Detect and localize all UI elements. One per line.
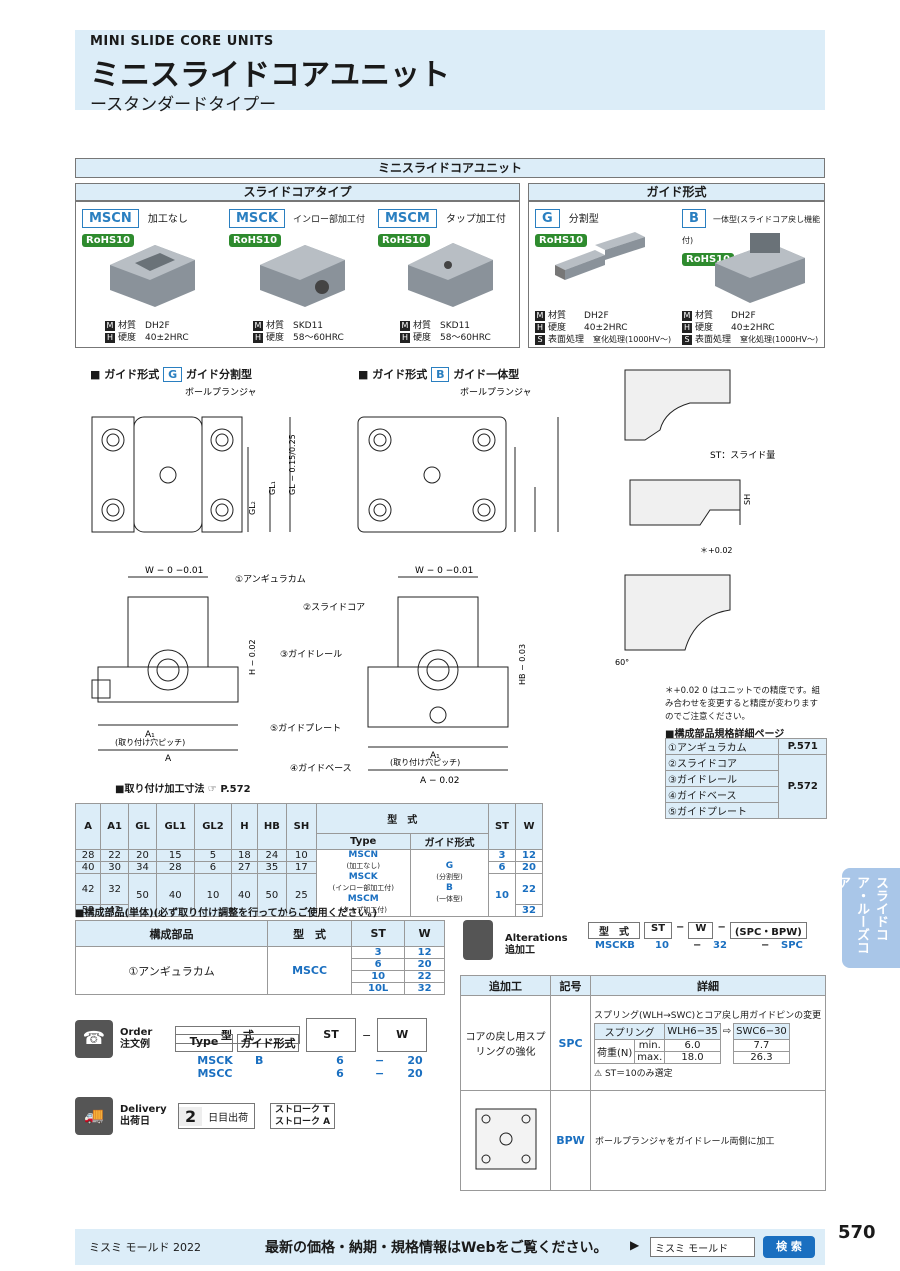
svg-text:⑤ガイドプレート: ⑤ガイドプレート: [270, 723, 341, 734]
guide-b: B 一体型(スライドコア戻し機能付) RoHS10: [682, 207, 822, 266]
footer-brand: ミスミ モールド 2022: [89, 1241, 201, 1254]
svg-text:W − 0 −0.01: W − 0 −0.01: [145, 566, 203, 576]
mscn-image: [110, 245, 195, 307]
phone-icon: ☎: [75, 1020, 113, 1058]
svg-text:GL₁: GL₁: [268, 481, 277, 495]
svg-text:ボールプランジャ: ボールプランジャ: [185, 387, 257, 398]
guide-type-title: ガイド形式: [528, 183, 825, 201]
msck-image: [260, 245, 345, 307]
guide-g: G 分割型 RoHS10: [535, 207, 599, 247]
unit-box-title: ミニスライドコアユニット: [75, 158, 825, 178]
guide-desc: 分割型: [568, 214, 599, 225]
guide-g-image: [555, 232, 645, 280]
alteration-format: 型 式 ST− W− (SPC・BPW): [588, 922, 807, 939]
slide-core-panel: [75, 201, 520, 348]
svg-text:③ガイドレール: ③ガイドレール: [280, 649, 342, 660]
svg-text:②スライドコア: ②スライドコア: [303, 602, 365, 613]
mscm-image: [408, 243, 493, 307]
mount-ref: ■取り付け加工寸法 ☞ P.572: [115, 784, 251, 795]
header-en-title: MINI SLIDE CORE UNITS: [90, 34, 274, 49]
footer-arrow-icon: ▶: [630, 1238, 640, 1252]
precision-note: ＊+0.02 0 はユニットでの精度です。組み合わせを変更すると精度が変わります…: [665, 686, 821, 722]
svg-text:GL₂: GL₂: [248, 501, 257, 515]
rohs-badge: RoHS10: [229, 234, 282, 247]
footer-search-button[interactable]: 検 索: [763, 1236, 815, 1258]
product-desc: 加工なし: [147, 214, 188, 225]
product-code: MSCK: [229, 209, 285, 228]
product-mscn: MSCN 加工なし RoHS10: [82, 207, 222, 247]
rohs-badge: RoHS10: [378, 234, 431, 247]
st-label: ST：スライド量: [710, 450, 775, 461]
svg-text:A₁: A₁: [145, 730, 155, 740]
slide-drawing: ST：スライド量 SH ＊+0.02 60°: [615, 369, 775, 667]
svg-text:W − 0 −0.01: W − 0 −0.01: [415, 566, 473, 576]
product-code: MSCM: [378, 209, 437, 228]
section-side-tab[interactable]: スライドコア・ルーズコア: [835, 868, 900, 968]
product-msck: MSCK インロー部加工付 RoHS10: [229, 207, 374, 247]
drawing-g-title: ■ ガイド形式 G ガイド分割型: [90, 367, 252, 382]
truck-icon: 🚚: [75, 1097, 113, 1135]
svg-text:60°: 60°: [615, 658, 629, 667]
svg-text:＊+0.02: ＊+0.02: [700, 546, 733, 555]
svg-text:A₁: A₁: [430, 751, 440, 761]
svg-text:HB − 0.03: HB − 0.03: [518, 644, 527, 685]
guide-code: B: [682, 209, 706, 228]
footer-search-box[interactable]: ミスミ モールド: [650, 1237, 755, 1257]
svg-text:A − 0.02: A − 0.02: [420, 776, 459, 785]
guide-panel: [528, 201, 825, 348]
header-subtitle: ースタンダードタイプー: [90, 95, 277, 115]
page-header: MINI SLIDE CORE UNITS ミニスライドコアユニット ースタンダ…: [75, 30, 825, 115]
svg-text:ボールプランジャ: ボールプランジャ: [460, 387, 532, 398]
svg-text:SH: SH: [743, 494, 752, 505]
drawing-b-title: ■ ガイド形式 B ガイド一体型: [358, 367, 520, 382]
parts-table-title: ■構成部品(単体)(必ず取り付け調整を行ってからご使用ください。): [75, 908, 378, 919]
guide-b-image: [715, 233, 805, 303]
page-number: 570: [838, 1222, 876, 1243]
product-code: MSCN: [82, 209, 139, 228]
technical-drawing: ボールプランジャ GL₂ GL₁ GL − 0.15/0.25 ボールプランジャ…: [91, 387, 559, 785]
header-jp-title: ミニスライドコアユニット: [90, 58, 450, 93]
rohs-badge: RoHS10: [535, 234, 588, 247]
svg-text:H − 0.02: H − 0.02: [248, 639, 257, 675]
alterations-table: 追加工記号詳細 コアの戻し用スプリングの強化 SPC スプリング(WLH→SWC…: [460, 975, 826, 1191]
svg-text:①アンギュラカム: ①アンギュラカム: [235, 574, 306, 585]
delivery-days: 2 日目出荷: [178, 1103, 256, 1129]
product-desc: タップ加工付: [445, 214, 506, 225]
product-desc: インロー部加工付: [293, 215, 366, 225]
drill-icon: [463, 920, 493, 960]
svg-text:④ガイドベース: ④ガイドベース: [290, 763, 352, 774]
svg-text:(取り付け穴ピッチ): (取り付け穴ピッチ): [390, 757, 460, 767]
guide-code: G: [535, 209, 560, 228]
bpw-diagram: [475, 1108, 536, 1170]
rohs-badge: RoHS10: [82, 234, 135, 247]
guide-desc: 一体型(スライドコア戻し機能付): [682, 215, 821, 245]
svg-text:(取り付け穴ピッチ): (取り付け穴ピッチ): [115, 737, 185, 747]
spec-ref-title: ■構成部品規格詳細ページ: [665, 729, 785, 740]
footer-bar: ミスミ モールド 2022 最新の価格・納期・規格情報はWebをご覧ください。 …: [75, 1229, 825, 1265]
svg-text:GL − 0.15/0.25: GL − 0.15/0.25: [288, 434, 297, 495]
slide-core-type-title: スライドコアタイプ: [75, 183, 520, 201]
svg-text:A: A: [165, 754, 172, 764]
product-mscm: MSCM タップ加工付 RoHS10: [378, 207, 518, 247]
footer-message: 最新の価格・納期・規格情報はWebをご覧ください。: [265, 1240, 608, 1256]
